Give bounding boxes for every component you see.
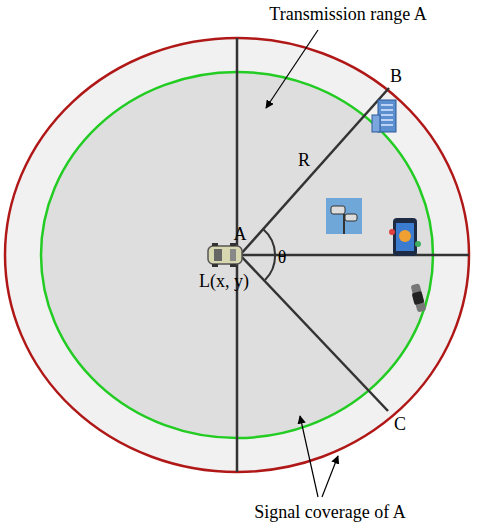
- radius-label: R: [298, 151, 310, 169]
- camera-icon: [326, 198, 362, 234]
- leader-arrow: [322, 456, 338, 497]
- leader-arrow: [266, 30, 318, 108]
- point-label: C: [394, 415, 406, 433]
- location-label: L(x, y): [199, 272, 249, 290]
- outer-circle: [5, 38, 469, 472]
- angle-arc: [263, 229, 275, 280]
- callout-text: Signal coverage of A: [254, 503, 405, 521]
- car-icon: [208, 243, 242, 267]
- angle-label: θ: [278, 248, 287, 266]
- phone-icon: [389, 218, 421, 256]
- point-label: A: [234, 225, 247, 243]
- leader-arrow: [300, 416, 318, 497]
- callout-text: Transmission range A: [269, 5, 426, 23]
- point-label: B: [390, 67, 402, 85]
- watch-icon: [411, 283, 427, 312]
- radius-line: [240, 255, 388, 411]
- radius-line: [240, 88, 389, 255]
- building-icon: [372, 100, 396, 132]
